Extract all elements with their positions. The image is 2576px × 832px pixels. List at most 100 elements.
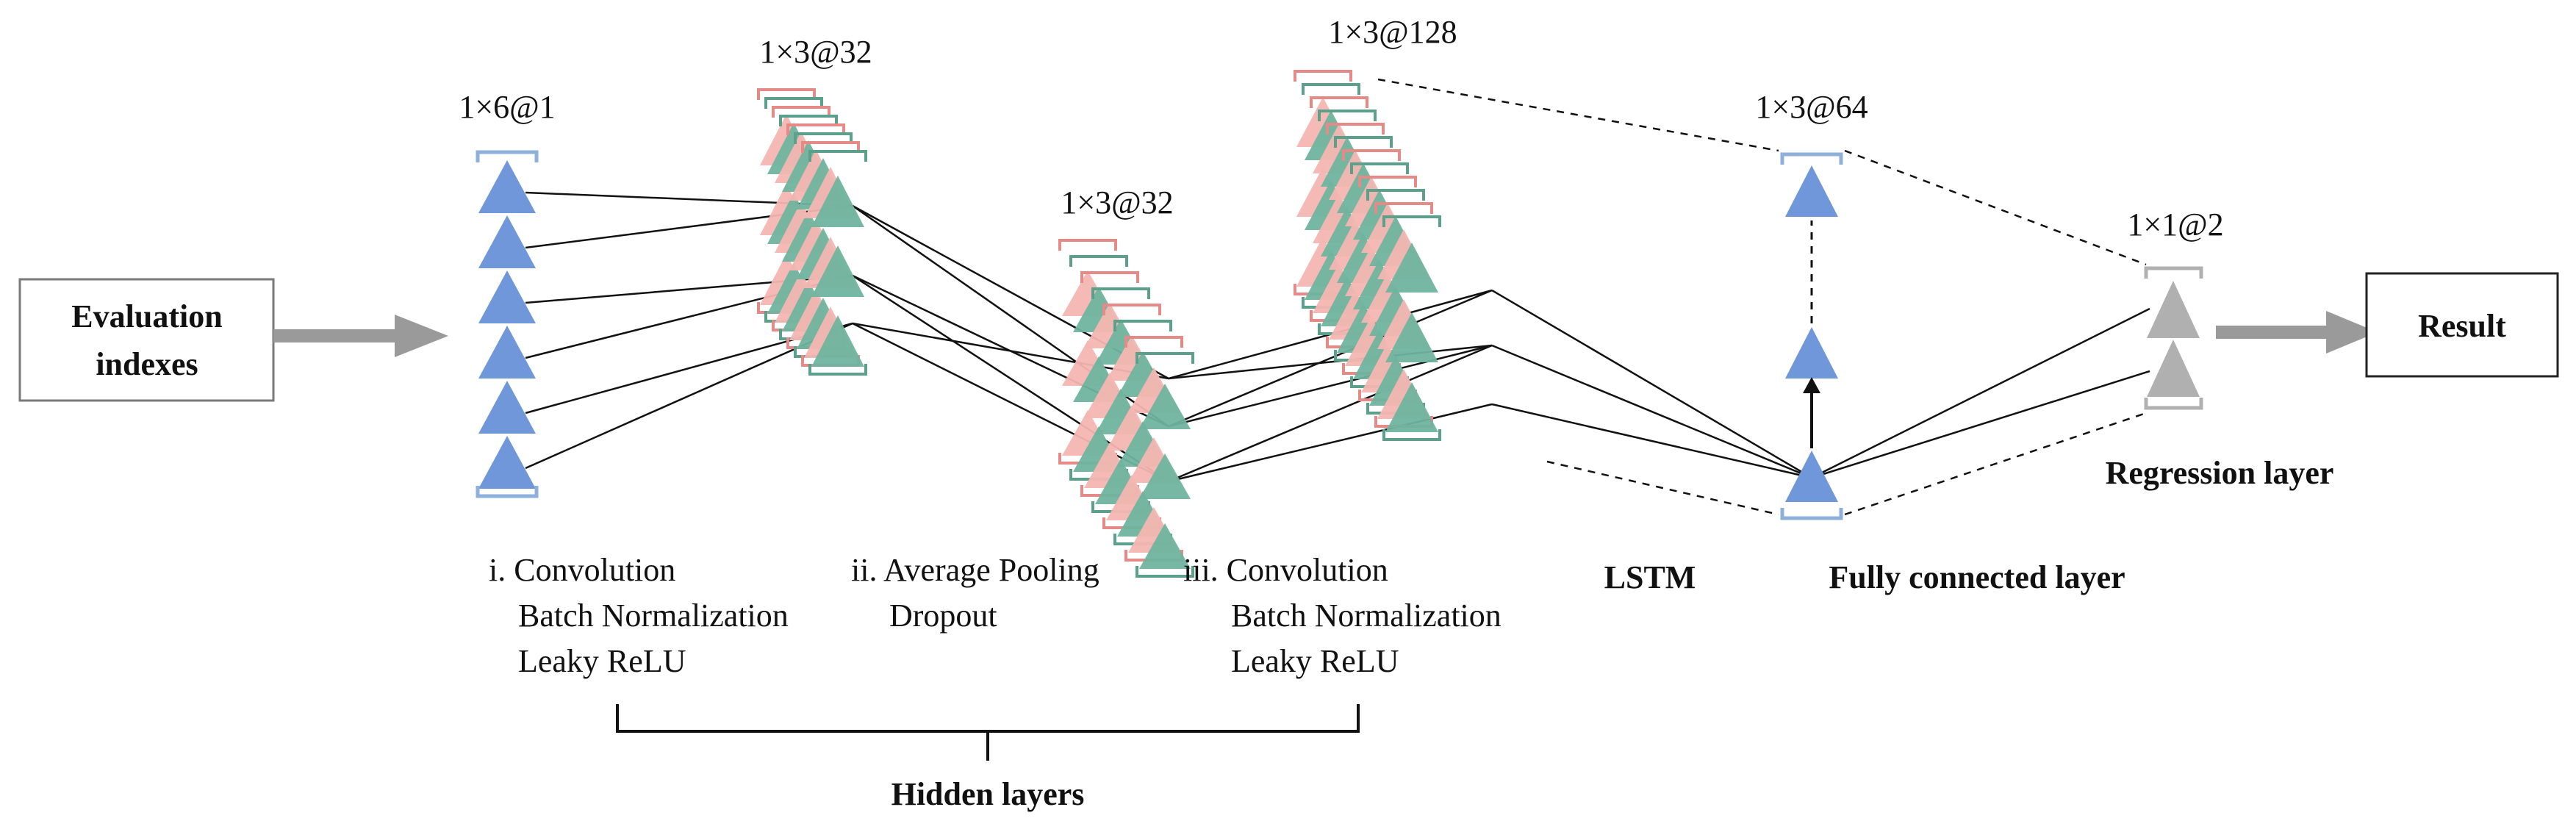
fc-caption: Fully connected layer [1829, 559, 2125, 595]
pool-bracket-top [1080, 271, 1139, 283]
input-box-line2: indexes [96, 346, 198, 382]
conv2-feature-maps [1294, 70, 1441, 441]
fc-to-regression-line [1811, 370, 2150, 479]
input-node [478, 215, 536, 268]
pool-to-conv2-line [1168, 344, 1493, 380]
conv1-bracket-top [794, 132, 853, 144]
conv1-bracket-bottom [808, 364, 867, 376]
conv2-bracket-bottom [1382, 429, 1441, 441]
input-node [478, 436, 536, 489]
conv1-caption-line2: Batch Normalization [518, 598, 789, 634]
conv1-bracket-top [779, 115, 838, 126]
fc-node [1785, 165, 1838, 217]
pool-bracket-top [1102, 304, 1161, 315]
pool-node [1139, 384, 1191, 429]
conv2-bracket-top [1334, 136, 1393, 148]
conv1-caption-line3: Leaky ReLU [518, 643, 686, 679]
pool-bracket-top [1069, 255, 1128, 267]
conv1-node [811, 176, 864, 227]
pool-bracket-top [1091, 287, 1150, 299]
input-arrow-head [395, 315, 448, 357]
fc-node [1785, 451, 1838, 502]
input-arrow [273, 315, 448, 357]
conv1-caption-line1: i. Convolution [489, 552, 675, 588]
conv2-bracket-top [1358, 176, 1417, 187]
conv1-bracket-top [764, 97, 823, 109]
pool-bracket-top [1113, 320, 1172, 331]
input-layer [476, 150, 539, 498]
fc-projection-top [1844, 149, 2147, 266]
conv2-bracket-top [1302, 83, 1360, 95]
result-arrow-head [2326, 311, 2378, 354]
result-arrow-shaft [2216, 326, 2326, 339]
pool-to-conv2-line [1168, 344, 1493, 483]
conv2-caption-line3: Leaky ReLU [1231, 643, 1399, 679]
lstm-caption: LSTM [1604, 559, 1696, 595]
conv2-bracket-top [1374, 202, 1433, 214]
conv2-bracket-top [1382, 215, 1441, 227]
conv1-bracket-top [786, 123, 845, 135]
fc-projection-bottom [1844, 412, 2147, 516]
fc-bracket-bottom [1780, 508, 1843, 520]
reg-node [2147, 281, 2200, 338]
fc-up-arrow-head [1803, 377, 1820, 393]
result-label: Result [2418, 308, 2506, 344]
conv2-to-fc-line [1491, 289, 1812, 479]
reg-node [2147, 340, 2200, 397]
conv2-bracket-top [1350, 162, 1409, 174]
conv2-caption-line2: Batch Normalization [1231, 598, 1502, 634]
fc-bracket-top [1780, 152, 1843, 165]
input-node [478, 160, 536, 213]
fc-to-regression-line [1811, 307, 2150, 479]
fc-node [1785, 327, 1838, 379]
pool-to-conv2-line [1168, 344, 1493, 428]
regression-shape-label: 1×1@2 [2127, 207, 2223, 243]
input-node [478, 270, 536, 323]
conv1-bracket-top [808, 150, 867, 162]
input-bracket-top [476, 150, 539, 162]
result-box: Result [2365, 272, 2559, 378]
reg-bracket-top [2144, 266, 2203, 279]
hidden-layers-bracket [616, 704, 1360, 761]
conv2-bracket-top [1326, 123, 1385, 135]
conv2-shape-label: 1×3@128 [1328, 14, 1457, 50]
pool-feature-maps [1058, 239, 1194, 578]
pool-bracket-top [1058, 239, 1117, 251]
regression-layer [2144, 266, 2203, 410]
conv2-bracket-top [1342, 149, 1401, 161]
pool-node [1139, 523, 1191, 569]
conv2-to-fc-line [1491, 344, 1812, 479]
conv2-node [1385, 243, 1438, 293]
input-arrow-shaft [273, 329, 395, 343]
pool-bracket-bottom [1135, 566, 1194, 578]
regression-caption: Regression layer [2106, 455, 2334, 491]
result-box-frame [2365, 272, 2559, 378]
pool-caption-line2: Dropout [889, 598, 997, 634]
result-arrow [2216, 311, 2378, 354]
pool-shape-label: 1×3@32 [1061, 184, 1173, 220]
reg-bracket-bottom [2144, 398, 2203, 410]
conv1-shape-label: 1×3@32 [759, 34, 872, 70]
input-shape-label: 1×6@1 [459, 89, 555, 125]
conv2-node [1385, 312, 1438, 362]
conv1-bracket-top [801, 141, 860, 153]
conv1-bracket-top [772, 106, 830, 118]
input-box-frame [18, 278, 275, 402]
conv1-feature-maps [757, 88, 867, 376]
input-box-line1: Evaluation [71, 298, 222, 334]
conv2-node [1385, 382, 1438, 432]
fc-shape-label: 1×3@64 [1755, 89, 1868, 125]
input-bracket-bottom [476, 486, 539, 498]
conv2-bracket-top [1310, 96, 1368, 108]
pool-to-conv2-line [1168, 289, 1493, 428]
lstm-projection-top [1377, 78, 1779, 152]
input-node [478, 326, 536, 379]
pool-bracket-top [1135, 352, 1194, 364]
evaluation-indexes-box: Evaluation indexes [18, 278, 275, 402]
pool-node [1139, 453, 1191, 499]
conv1-node [811, 315, 864, 367]
pool-to-conv2-line [1168, 403, 1493, 483]
conv1-node [811, 245, 864, 297]
pool-caption-line1: ii. Average Pooling [851, 552, 1099, 588]
